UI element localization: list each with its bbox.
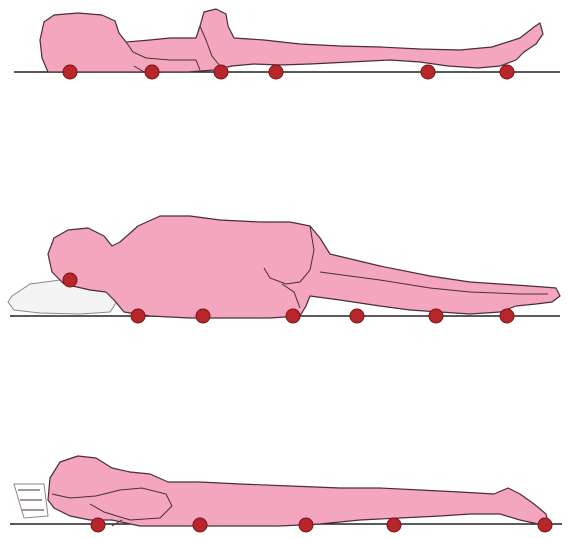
body-outline-lateral	[48, 216, 560, 318]
pressure-point-elbow	[214, 65, 228, 79]
pressure-point-elbow-prone	[91, 518, 105, 532]
figure-supine	[14, 9, 560, 79]
pressure-point-ankle	[429, 309, 443, 323]
pressure-point-heel	[500, 65, 514, 79]
pressure-point-ear	[63, 273, 77, 287]
figure-prone	[10, 456, 562, 532]
pressure-point-hip	[286, 309, 300, 323]
pressure-point-toes	[538, 518, 552, 532]
figure-lateral	[8, 216, 560, 323]
pressure-point-shoulder-lateral	[131, 309, 145, 323]
pressure-point-knee	[350, 309, 364, 323]
pressure-point-shoulder	[145, 65, 159, 79]
body-outline-prone	[48, 456, 548, 526]
pressure-point-ribs	[196, 309, 210, 323]
pressure-point-chest	[193, 518, 207, 532]
support-wedge	[14, 484, 48, 518]
pressure-point-foot	[500, 309, 514, 323]
pressure-point-knee-prone	[387, 518, 401, 532]
body-outline-supine	[40, 9, 543, 72]
pressure-point-hip-prone	[299, 518, 313, 532]
pressure-point-head	[63, 65, 77, 79]
pressure-point-sacrum	[269, 65, 283, 79]
pressure-point-calf	[421, 65, 435, 79]
